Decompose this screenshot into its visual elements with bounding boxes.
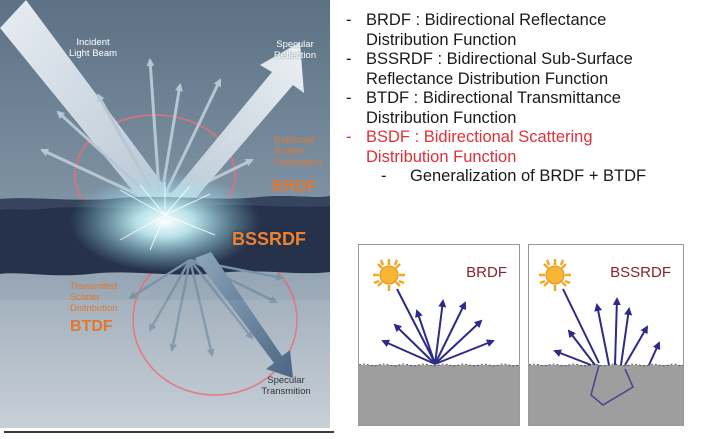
definition-btdf: - BTDF : Bidirectional Transmittance Dis… [346, 89, 716, 128]
incident-beam [0, 0, 175, 212]
definition-dash: - [346, 89, 352, 107]
glow-rays [119, 182, 216, 251]
incident-beam-label-text: Incident Light Beam [68, 37, 118, 59]
definition-bsdf-line-1: BSDF : Bidirectional Scattering [366, 128, 593, 146]
subsurface-glow [70, 172, 260, 272]
definition-brdf: - BRDF : Bidirectional Reflectance Distr… [346, 11, 716, 50]
bssrdf-label: BSSRDF [232, 229, 307, 249]
brdf-mini-diagram: BRDF [358, 244, 520, 426]
definition-brdf-line-1: BRDF : Bidirectional Reflectance [366, 11, 607, 29]
brdf-label: BRDF [272, 178, 317, 195]
definition-dash: - [346, 11, 352, 29]
bottom-rule [4, 431, 334, 433]
incident-ray [562, 288, 600, 364]
specular-reflection-label-text: Specular Reflection [273, 39, 317, 61]
definition-btdf-line-1: BTDF : Bidirectional Transmittance [366, 89, 621, 107]
definitions-list: - BRDF : Bidirectional Reflectance Distr… [346, 11, 716, 187]
specular-transmission-label: Specular Transmition [250, 375, 322, 398]
definition-bssrdf-line-1: BSSRDF : Bidirectional Sub-Surface [366, 50, 633, 68]
specular-reflection-label: Specular Reflection [260, 39, 330, 62]
ground [529, 365, 683, 425]
incident-ray [396, 288, 436, 364]
definition-bsdf-note: - Generalization of BRDF + BTDF [346, 167, 716, 187]
definition-dash: - [346, 50, 352, 68]
definition-bssrdf-line-2: Reflectance Distribution Function [366, 69, 609, 88]
scattering-diagram: Incident Light Beam Specular Reflection … [0, 0, 330, 428]
scattering-diagram-graphic [0, 0, 330, 428]
specular-transmission-label-text: Specular Transmition [261, 375, 311, 397]
definition-bssrdf: - BSSRDF : Bidirectional Sub-Surface Ref… [346, 50, 716, 89]
subsurface-path [590, 364, 635, 406]
reflected-scatter-label-text: Reflected Scatter Distribution [274, 135, 322, 168]
ground [359, 365, 519, 425]
scattered-rays [553, 297, 661, 366]
bssrdf-mini-diagram: BSSRDF [528, 244, 684, 426]
definition-bsdf: - BSDF : Bidirectional Scattering Distri… [346, 128, 716, 167]
brdf-mini-graphic [359, 259, 519, 425]
definition-dash: - [381, 167, 387, 185]
sun-icon [373, 259, 405, 291]
transmitted-scatter-label-text: Transmited Scatter Distribution [70, 281, 118, 314]
bottom-fade [0, 300, 330, 428]
bssrdf-mini-title: BSSRDF [610, 264, 671, 281]
definition-bsdf-note-text: Generalization of BRDF + BTDF [410, 167, 647, 185]
brdf-mini-title: BRDF [466, 264, 507, 281]
specular-transmission-beam [195, 252, 293, 378]
definition-brdf-line-2: Distribution Function [366, 30, 517, 49]
transmitted-scatter-label: Transmited Scatter Distribution [70, 281, 140, 315]
ground-surface [359, 363, 519, 367]
btdf-label: BTDF [70, 318, 113, 335]
definition-dash: - [346, 128, 352, 146]
reflected-scatter-label: Reflected Scatter Distribution [274, 135, 332, 169]
sun-icon [539, 259, 571, 291]
bssrdf-mini-graphic [529, 259, 683, 425]
definition-bsdf-line-2: Distribution Function [366, 147, 517, 166]
definition-btdf-line-2: Distribution Function [366, 108, 517, 127]
reflected-rays [381, 299, 495, 365]
incident-beam-label: Incident Light Beam [58, 37, 128, 60]
